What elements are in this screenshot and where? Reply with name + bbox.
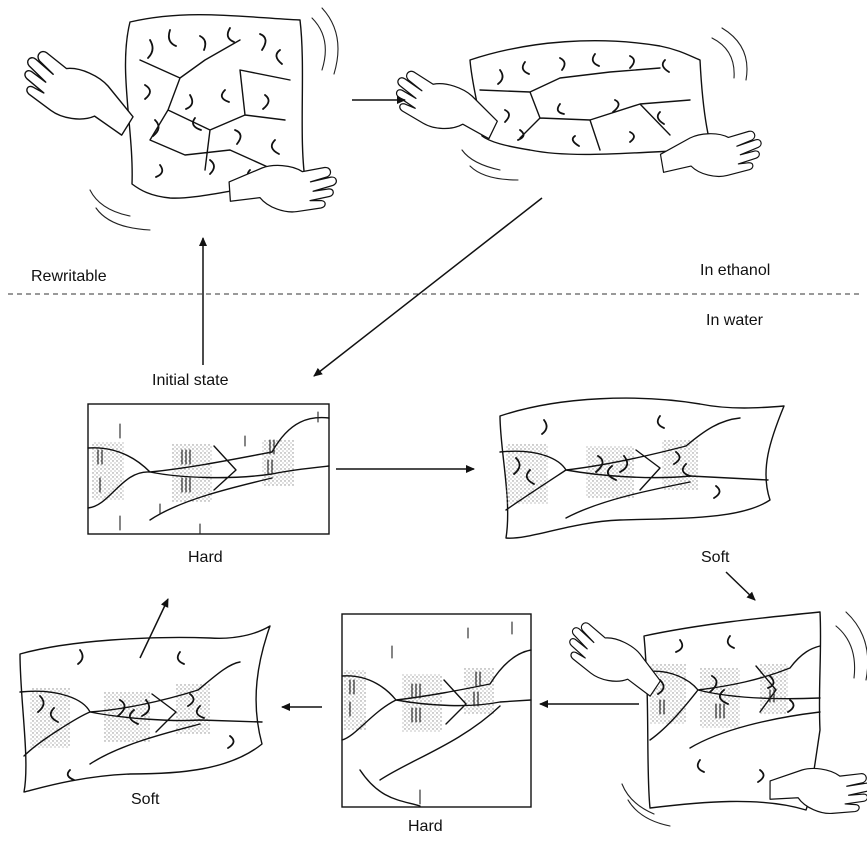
label-in-ethanol: In ethanol bbox=[700, 262, 770, 280]
label-rewritable: Rewritable bbox=[31, 268, 107, 286]
sheet-initial-hard bbox=[88, 404, 329, 534]
label-initial-state: Initial state bbox=[152, 372, 228, 390]
sheet-top-left bbox=[17, 8, 340, 231]
sheet-soft-right bbox=[500, 398, 784, 538]
label-hard-top: Hard bbox=[188, 549, 223, 567]
arrow-soft-to-crumpled bbox=[726, 572, 755, 600]
label-hard-bottom: Hard bbox=[408, 818, 443, 836]
arrow-soft-to-hard-top bbox=[140, 599, 168, 658]
sheet-crumpled-water bbox=[562, 612, 867, 833]
label-in-water: In water bbox=[706, 312, 763, 330]
sheet-hard-bottom bbox=[342, 614, 531, 807]
label-soft-right: Soft bbox=[701, 549, 729, 567]
label-soft-left: Soft bbox=[131, 791, 159, 809]
arrow-ethanol-to-initial bbox=[314, 198, 542, 376]
sheet-top-right bbox=[394, 28, 764, 191]
sheet-soft-left bbox=[20, 626, 270, 792]
